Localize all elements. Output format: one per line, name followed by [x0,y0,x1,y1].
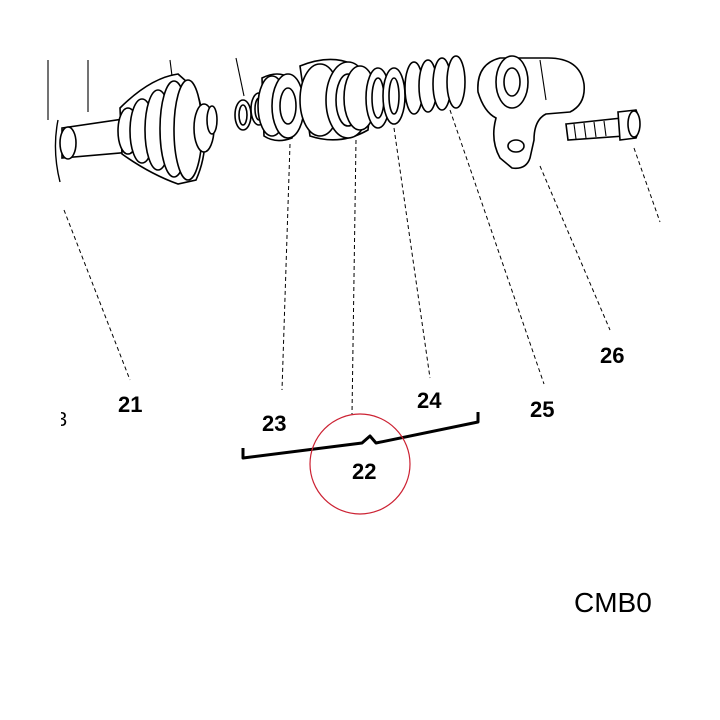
coil-spring [404,55,466,115]
large-seal [299,58,377,141]
edge-fragment-label: 3 [56,410,68,430]
callout-22: 22 [352,459,377,484]
highlight-circle [309,413,411,515]
callout-23: 23 [262,411,287,436]
bolt [565,109,641,141]
washers [365,67,406,129]
callout-25: 25 [530,397,555,422]
callout-24: 24 [417,388,442,413]
hub-bracket [477,55,586,170]
group-brace [241,412,480,460]
leader-lines [63,109,661,415]
callout-21: 21 [118,392,143,417]
sleeve-ring [257,73,305,142]
callout-26: 26 [600,343,625,368]
drawing-code: CMB0 [574,589,652,617]
drive-shaft-with-boot [47,59,218,185]
